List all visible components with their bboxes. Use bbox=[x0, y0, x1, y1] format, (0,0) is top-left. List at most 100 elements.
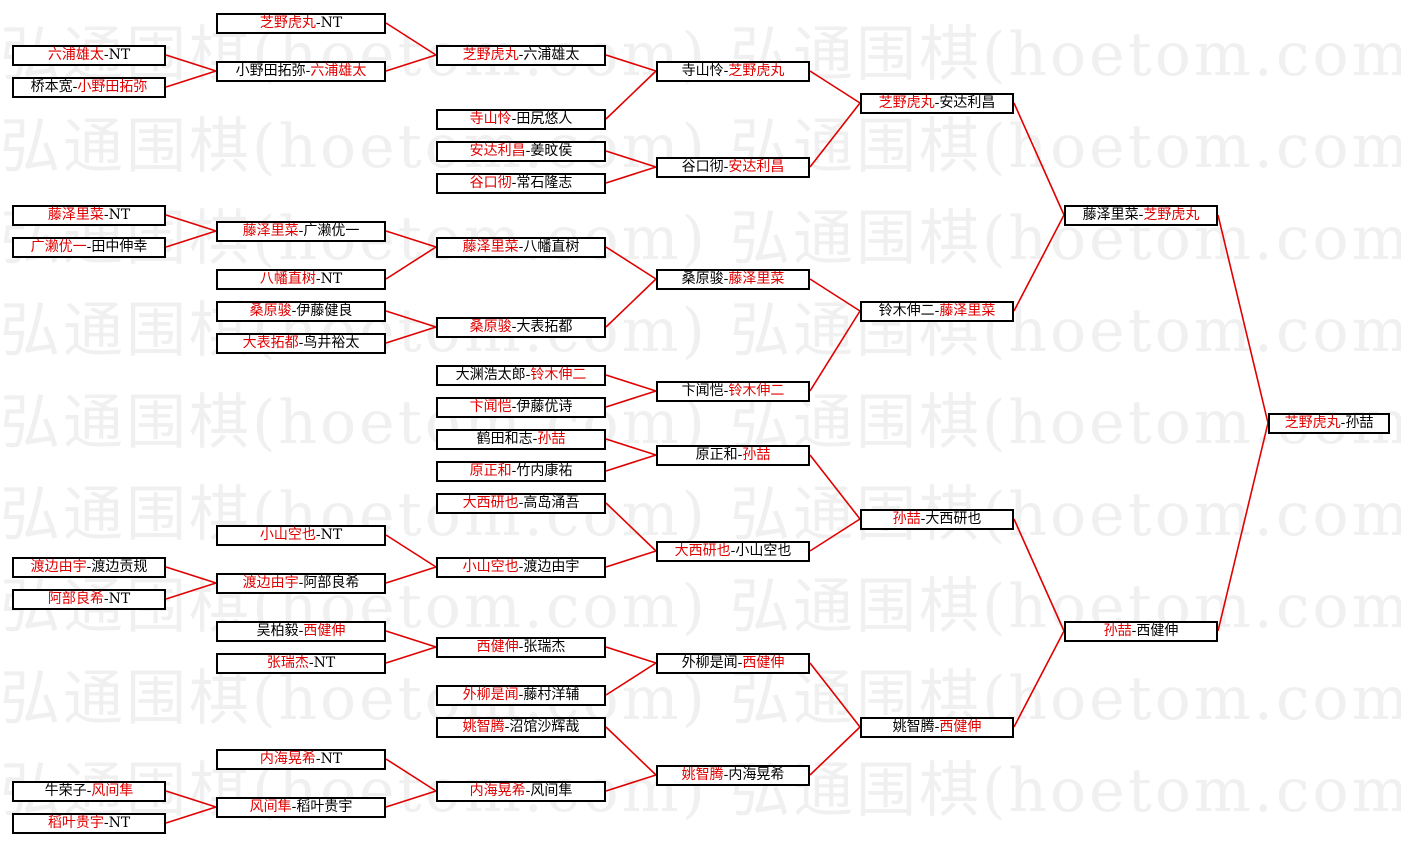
match-box-r7-1: 芝野虎丸-孙喆 bbox=[1268, 412, 1390, 434]
vs-dash: - bbox=[525, 367, 531, 383]
match-box-r1-8: 稻叶贵宇-NT bbox=[12, 812, 166, 834]
player-name: NT bbox=[320, 15, 343, 31]
match-box-r2-8: 渡边由宇-阿部良希 bbox=[216, 572, 386, 594]
match-box-r4-8: 姚智腾-内海晃希 bbox=[656, 764, 810, 786]
player-name: 原正和 bbox=[695, 447, 738, 463]
vs-dash: - bbox=[723, 383, 729, 399]
player-name: 伊藤优诗 bbox=[516, 399, 573, 415]
connector-line bbox=[385, 22, 437, 56]
connector-line bbox=[385, 646, 437, 664]
player-name: 铃木伸二 bbox=[530, 367, 587, 383]
vs-dash: - bbox=[730, 543, 736, 559]
player-name: 大渊浩太郎 bbox=[455, 367, 526, 383]
player-name: 藤泽里菜 bbox=[939, 303, 996, 319]
player-name: 西健伸 bbox=[303, 623, 346, 639]
vs-dash: - bbox=[298, 335, 304, 351]
player-name: 六浦雄太 bbox=[310, 63, 367, 79]
match-box-r2-1: 芝野虎丸-NT bbox=[216, 12, 386, 34]
match-box-r2-11: 内海晃希-NT bbox=[216, 748, 386, 770]
match-box-r2-4: 八幡直树-NT bbox=[216, 268, 386, 290]
player-name: 芝野虎丸 bbox=[728, 63, 785, 79]
match-box-r1-4: 广濑优一-田中伸幸 bbox=[12, 236, 166, 258]
player-name: 寺山怜 bbox=[469, 111, 512, 127]
player-name: 姚智腾 bbox=[462, 719, 505, 735]
vs-dash: - bbox=[737, 447, 743, 463]
player-name: 安达利昌 bbox=[728, 159, 785, 175]
player-name: 卞闻恺 bbox=[681, 383, 724, 399]
vs-dash: - bbox=[1340, 415, 1346, 431]
match-box-r6-2: 孙喆-西健伸 bbox=[1064, 620, 1218, 642]
connector-line bbox=[1013, 630, 1065, 728]
vs-dash: - bbox=[934, 95, 940, 111]
connector-line bbox=[605, 502, 657, 552]
match-box-r3-1: 芝野虎丸-六浦雄太 bbox=[436, 44, 606, 66]
vs-dash: - bbox=[723, 63, 729, 79]
player-name: 八幡直树 bbox=[259, 271, 316, 287]
connector-line bbox=[165, 790, 217, 808]
player-name: 内海晃希 bbox=[259, 751, 316, 767]
player-name: 姚智腾 bbox=[892, 719, 935, 735]
vs-dash: - bbox=[511, 175, 517, 191]
player-name: 渡边由宇 bbox=[242, 575, 299, 591]
connector-line bbox=[605, 166, 657, 184]
player-name: 小山空也 bbox=[259, 527, 316, 543]
player-name: 风间隼 bbox=[91, 783, 134, 799]
player-name: 外柳是闻 bbox=[462, 687, 519, 703]
player-name: 藤村洋辅 bbox=[523, 687, 580, 703]
player-name: 姜旼侯 bbox=[530, 143, 573, 159]
player-name: 芝野虎丸 bbox=[1143, 207, 1200, 223]
player-name: 鹤田和志 bbox=[476, 431, 533, 447]
connector-line bbox=[385, 630, 437, 648]
connector-line bbox=[1217, 422, 1269, 632]
match-box-r1-1: 六浦雄太-NT bbox=[12, 44, 166, 66]
player-name: 孙喆 bbox=[892, 511, 921, 527]
vs-dash: - bbox=[103, 47, 109, 63]
player-name: 鸟井裕太 bbox=[303, 335, 360, 351]
player-name: 内海晃希 bbox=[728, 767, 785, 783]
match-box-r2-9: 吴柏毅-西健伸 bbox=[216, 620, 386, 642]
player-name: 六浦雄太 bbox=[47, 47, 104, 63]
connector-line bbox=[605, 438, 657, 456]
connector-line bbox=[1013, 214, 1065, 312]
match-box-r4-7: 外柳是闻-西健伸 bbox=[656, 652, 810, 674]
match-box-r4-1: 寺山怜-芝野虎丸 bbox=[656, 60, 810, 82]
vs-dash: - bbox=[511, 399, 517, 415]
vs-dash: - bbox=[291, 303, 297, 319]
vs-dash: - bbox=[308, 655, 314, 671]
vs-dash: - bbox=[920, 511, 926, 527]
player-name: 原正和 bbox=[469, 463, 512, 479]
vs-dash: - bbox=[291, 799, 297, 815]
player-name: 孙喆 bbox=[537, 431, 566, 447]
player-name: 小野田拓弥 bbox=[77, 79, 148, 95]
player-name: 稻叶贵宇 bbox=[47, 815, 104, 831]
vs-dash: - bbox=[86, 783, 92, 799]
match-box-r3-2: 寺山怜-田尻悠人 bbox=[436, 108, 606, 130]
player-name: NT bbox=[108, 47, 131, 63]
player-name: 竹内康祐 bbox=[516, 463, 573, 479]
vs-dash: - bbox=[723, 767, 729, 783]
vs-dash: - bbox=[315, 527, 321, 543]
vs-dash: - bbox=[518, 639, 524, 655]
player-name: 六浦雄太 bbox=[523, 47, 580, 63]
player-name: 常石隆志 bbox=[516, 175, 573, 191]
connector-line bbox=[809, 278, 861, 312]
connector-line bbox=[605, 70, 657, 120]
player-name: 安达利昌 bbox=[469, 143, 526, 159]
player-name: 芝野虎丸 bbox=[259, 15, 316, 31]
connector-line bbox=[605, 774, 657, 792]
player-name: 高岛涌吾 bbox=[523, 495, 580, 511]
match-box-r2-3: 藤泽里菜-广濑优一 bbox=[216, 220, 386, 242]
match-box-r2-5: 桑原骏-伊藤健良 bbox=[216, 300, 386, 322]
player-name: 安达利昌 bbox=[939, 95, 996, 111]
player-name: NT bbox=[108, 207, 131, 223]
connector-line bbox=[605, 390, 657, 408]
connector-line bbox=[165, 70, 217, 88]
match-box-r3-5: 藤泽里菜-八幡直树 bbox=[436, 236, 606, 258]
connector-line bbox=[165, 214, 217, 232]
vs-dash: - bbox=[518, 239, 524, 255]
connector-line bbox=[165, 230, 217, 248]
player-name: 谷口彻 bbox=[681, 159, 724, 175]
vs-dash: - bbox=[103, 815, 109, 831]
player-name: 西健伸 bbox=[939, 719, 982, 735]
